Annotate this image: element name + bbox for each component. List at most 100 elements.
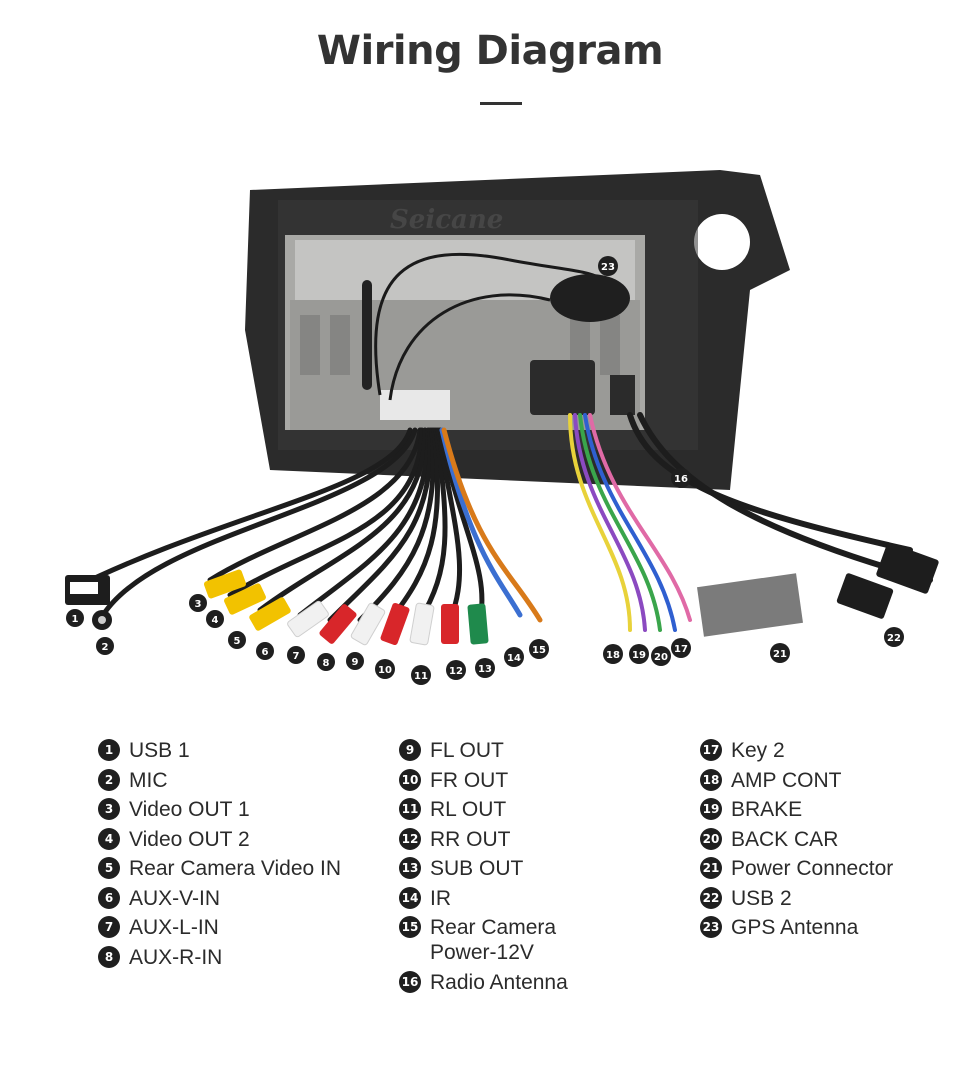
legend-number: 11 (399, 798, 421, 820)
legend-number: 2 (98, 768, 120, 791)
marker-13: 13 (475, 658, 495, 678)
marker-12: 12 (446, 660, 466, 680)
legend-label: Rear Camera Video IN (129, 857, 342, 880)
svg-text:6: 6 (262, 647, 269, 658)
legend-label: AUX-V-IN (129, 886, 221, 910)
svg-text:22: 22 (887, 633, 901, 644)
legend-number: 12 (399, 827, 421, 850)
svg-text:3: 3 (195, 599, 202, 610)
watermark: Seicane (390, 205, 503, 235)
svg-text:17: 17 (674, 644, 688, 655)
svg-text:12: 12 (449, 666, 463, 677)
legend-item-gps-antenna: 23 GPS Antenna (700, 915, 893, 940)
legend-label: FL OUT (430, 739, 504, 762)
legend-number: 13 (399, 857, 421, 879)
marker-21: 21 (770, 643, 790, 663)
legend-label: Rear Camera Power-12V (430, 916, 557, 964)
legend-number: 15 (399, 916, 421, 938)
svg-text:9: 9 (352, 657, 359, 668)
svg-text:4: 4 (212, 615, 219, 626)
legend-number: 10 (399, 768, 421, 791)
svg-text:18: 18 (606, 650, 620, 661)
marker-3: 3 (189, 594, 207, 612)
legend-number: 21 (700, 857, 722, 879)
marker-7: 7 (287, 646, 305, 664)
power-socket (530, 360, 595, 415)
legend-number: 7 (98, 916, 120, 938)
legend-label: GPS Antenna (731, 916, 859, 939)
legend-item-sub-out: 13 SUB OUT (399, 856, 568, 881)
title-underline (480, 102, 522, 105)
usb2-connector (836, 573, 894, 619)
legend-number: 1 (98, 739, 120, 761)
legend-label: Video OUT 2 (129, 827, 250, 851)
legend-number: 5 (98, 857, 120, 879)
svg-text:15: 15 (532, 645, 546, 656)
legend-label: Radio Antenna (430, 970, 568, 994)
svg-text:8: 8 (323, 658, 330, 669)
marker-4: 4 (206, 610, 224, 628)
marker-23: 23 (598, 256, 618, 276)
legend-number: 20 (700, 827, 722, 850)
page-title: Wiring Diagram (316, 28, 664, 74)
marker-6: 6 (256, 642, 274, 660)
marker-5: 5 (228, 631, 246, 649)
legend-label: AUX-R-IN (129, 945, 223, 969)
legend-number: 14 (399, 886, 421, 909)
svg-text:14: 14 (507, 653, 521, 664)
marker-18: 18 (603, 644, 623, 664)
unit-wiring-photo: Seicane (30, 150, 960, 700)
legend-item-rear-camera-video-in: 5 Rear Camera Video IN (98, 856, 341, 881)
marker-9: 9 (346, 652, 364, 670)
wiring-illustration: Seicane (65, 170, 939, 685)
svg-text:11: 11 (414, 671, 428, 682)
marker-19: 19 (629, 644, 649, 664)
svg-text:21: 21 (773, 649, 787, 660)
legend-item-power-connector: 21 Power Connector (700, 856, 893, 881)
svg-text:10: 10 (378, 665, 392, 676)
vent-hole (694, 214, 750, 270)
svg-text:16: 16 (674, 474, 688, 485)
legend-label: IR (430, 886, 451, 910)
legend-number: 8 (98, 945, 120, 968)
svg-text:1: 1 (72, 614, 79, 625)
legend-number: 22 (700, 886, 722, 909)
svg-text:5: 5 (234, 636, 241, 647)
gps-antenna (550, 274, 630, 322)
marker-16: 16 (671, 468, 691, 488)
svg-text:23: 23 (601, 262, 615, 273)
legend-number: 23 (700, 916, 722, 938)
legend-item-rear-camera-power: 15 Rear Camera Power-12V (399, 915, 568, 965)
legend-item-ir: 14 IR (399, 886, 568, 911)
legend-number: 3 (98, 798, 120, 820)
callout-markers: 1 2 3 4 5 6 7 8 9 10 11 12 13 14 15 16 1… (66, 256, 904, 685)
legend-number: 17 (700, 739, 722, 761)
legend-label: Key 2 (731, 739, 785, 762)
marker-1: 1 (66, 609, 84, 627)
svg-text:7: 7 (293, 651, 300, 662)
legend-label: Power Connector (731, 857, 894, 880)
svg-text:19: 19 (632, 650, 646, 661)
svg-text:2: 2 (102, 642, 109, 653)
legend-label: SUB OUT (430, 857, 524, 880)
legend-label: Video OUT 1 (129, 798, 250, 821)
legend-number: 18 (700, 768, 722, 791)
legend-label: FR OUT (430, 768, 509, 792)
marker-11: 11 (411, 665, 431, 685)
usb2b-connector (876, 542, 939, 594)
svg-text:13: 13 (478, 664, 492, 675)
legend-item-video-out-1: 3 Video OUT 1 (98, 797, 341, 822)
